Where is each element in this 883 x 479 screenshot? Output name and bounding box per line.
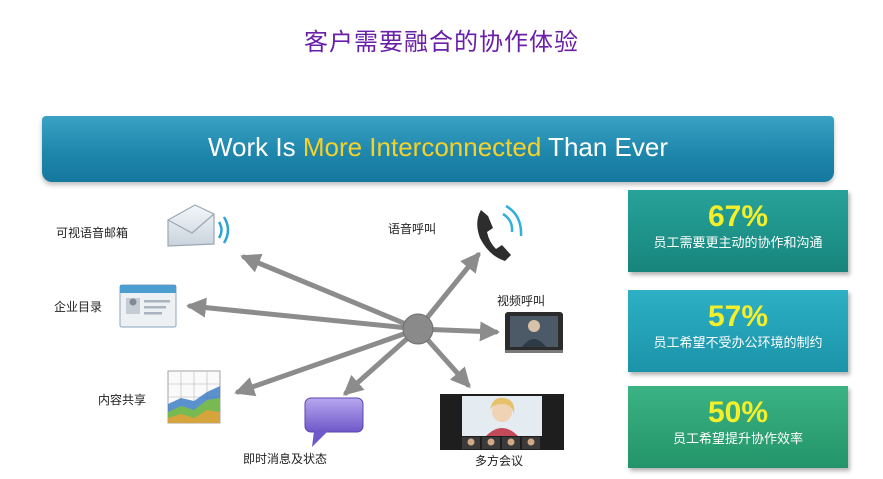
- arrow-to-voicemail: [240, 253, 421, 332]
- label-content-sharing: 内容共享: [98, 393, 147, 407]
- label-video-voicemail: 可视语音邮箱: [56, 226, 129, 240]
- im-bubble-icon: [304, 397, 364, 447]
- slide-title: 客户需要融合的协作体验: [304, 28, 579, 56]
- content-sharing-chart-icon: [167, 370, 221, 424]
- label-im-presence: 即时消息及状态: [243, 452, 328, 466]
- stat-value: 57%: [707, 300, 769, 333]
- arrow-to-voice-call: [415, 251, 481, 332]
- stat-text: 员工希望不受办公环境的制约: [653, 336, 823, 351]
- connector-arrows: [186, 251, 500, 397]
- label-video-call: 视频呼叫: [497, 294, 546, 308]
- arrow-to-directory: [186, 297, 421, 332]
- label-directory: 企业目录: [54, 300, 103, 314]
- arrow-to-im-presence: [343, 326, 421, 396]
- banner-headline: Work Is More Interconnected Than Ever: [42, 132, 834, 163]
- banner-text-part2: Than Ever: [541, 132, 669, 162]
- conference-screen-icon: [440, 394, 564, 450]
- stat-box: 67% 员工需要更主动的协作和沟通: [628, 190, 848, 272]
- banner: Work Is More Interconnected Than Ever: [42, 116, 834, 182]
- stat-text: 员工需要更主动的协作和沟通: [653, 236, 823, 251]
- video-phone-icon: [505, 312, 563, 353]
- phone-icon: [477, 204, 523, 261]
- hub-node: [402, 313, 434, 345]
- stat-value: 50%: [707, 396, 769, 429]
- stat-value: 67%: [707, 200, 769, 233]
- stat-text: 员工希望提升协作效率: [672, 432, 803, 447]
- label-conferencing: 多方会议: [475, 454, 524, 468]
- stat-box: 50% 员工希望提升协作效率: [628, 386, 848, 468]
- banner-text-part1: Work Is: [207, 132, 303, 162]
- directory-card-icon: [119, 284, 177, 328]
- voicemail-envelope-icon: [167, 204, 230, 247]
- stat-box: 57% 员工希望不受办公环境的制约: [628, 290, 848, 372]
- arrow-to-content-sharing: [234, 326, 421, 397]
- label-voice-call: 语音呼叫: [388, 222, 437, 236]
- banner-text-highlight: More Interconnected: [302, 132, 542, 162]
